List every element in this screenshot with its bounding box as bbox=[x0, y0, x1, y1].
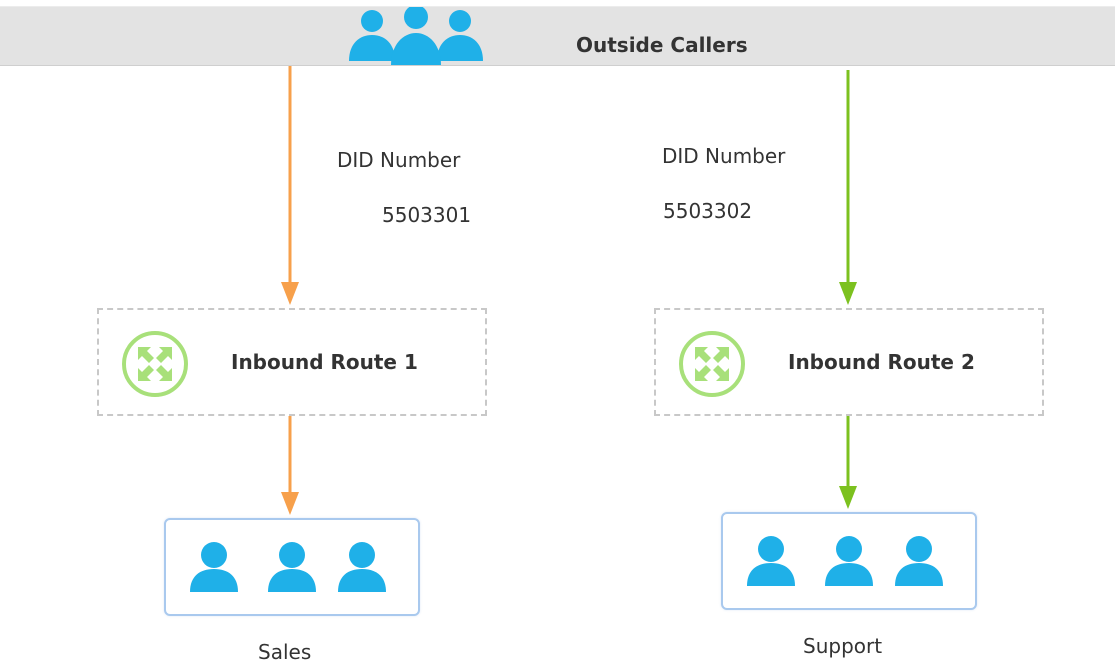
inbound-route-2-box[interactable]: Inbound Route 2 bbox=[654, 308, 1044, 416]
person-icon bbox=[825, 536, 873, 586]
person-icon bbox=[268, 542, 316, 592]
did-label-left: DID Number bbox=[337, 148, 461, 172]
outside-callers-banner: Outside Callers bbox=[0, 6, 1115, 66]
arrow-left-top bbox=[281, 66, 299, 305]
router-icon bbox=[679, 331, 745, 397]
arrow-right-top bbox=[839, 70, 857, 305]
router-icon bbox=[122, 331, 188, 397]
route-title: Inbound Route 1 bbox=[231, 350, 418, 374]
inbound-route-1-box[interactable]: Inbound Route 1 bbox=[97, 308, 487, 416]
users-group-icon bbox=[349, 7, 483, 65]
person-icon bbox=[747, 536, 795, 586]
did-number-left: 5503301 bbox=[382, 203, 472, 227]
did-label-right: DID Number bbox=[662, 144, 786, 168]
sales-group-box[interactable] bbox=[164, 518, 420, 616]
arrow-left-bottom bbox=[281, 415, 299, 515]
arrow-right-bottom bbox=[839, 415, 857, 509]
banner-title: Outside Callers bbox=[576, 33, 748, 57]
support-label: Support bbox=[803, 634, 883, 658]
person-icon bbox=[190, 542, 238, 592]
person-icon bbox=[338, 542, 386, 592]
sales-label: Sales bbox=[258, 640, 312, 664]
did-number-right: 5503302 bbox=[663, 199, 753, 223]
person-icon bbox=[895, 536, 943, 586]
route-title: Inbound Route 2 bbox=[788, 350, 975, 374]
support-group-box[interactable] bbox=[721, 512, 977, 610]
